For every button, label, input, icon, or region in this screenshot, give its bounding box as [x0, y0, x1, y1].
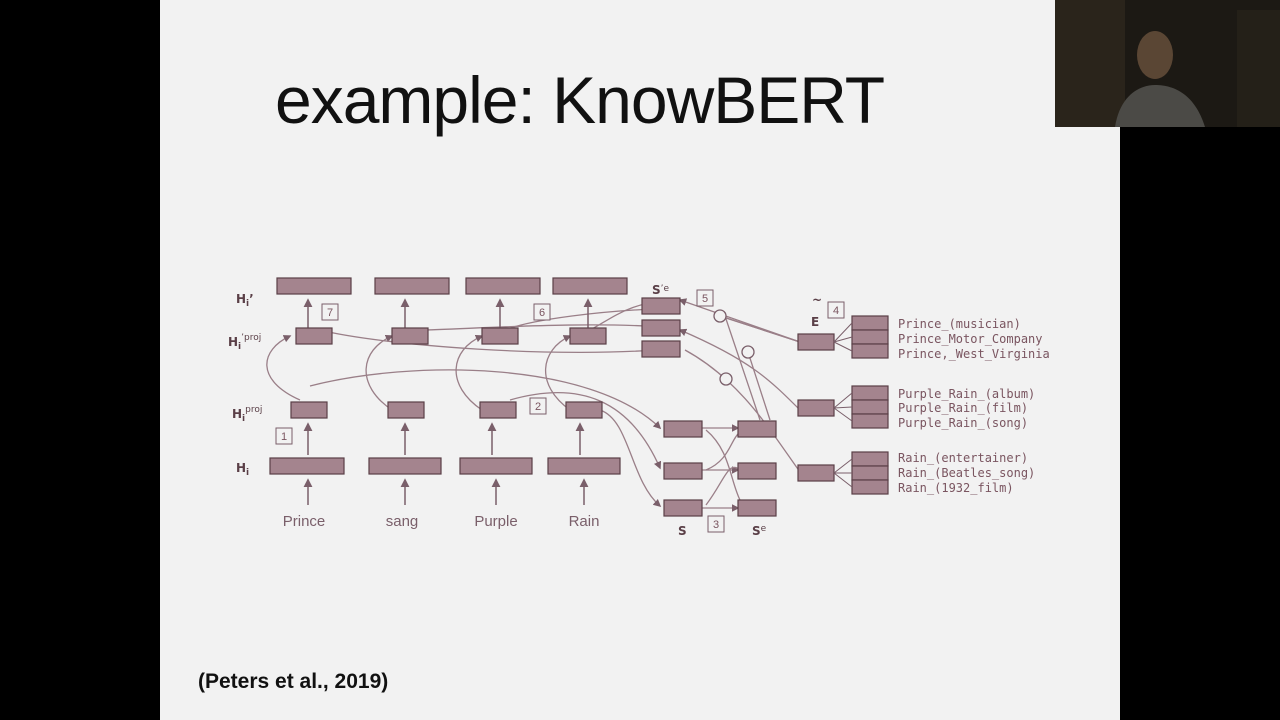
entity-candidate: Prince_Motor_Company: [898, 332, 1043, 346]
entity-candidate: Purple_Rain_(song): [898, 416, 1028, 430]
citation: (Peters et al., 2019): [198, 670, 389, 693]
knowbert-diagram: 1 2 3 4 5 6 7 Hi’ Hi’proj Hiproj Hi S’e …: [228, 277, 1050, 538]
token-word: Rain: [569, 513, 600, 530]
step-6-label: 6: [539, 307, 545, 319]
slide-title: example: KnowBERT: [275, 63, 885, 137]
label-e-tilde: E: [811, 315, 819, 329]
entity-candidate: Purple_Rain_(film): [898, 401, 1028, 415]
label-e-tilde-mark: ~: [812, 293, 822, 307]
step-5-label: 5: [702, 293, 708, 305]
token-word: Purple: [474, 513, 517, 530]
entity-candidate: Rain_(Beatles_song): [898, 466, 1035, 480]
entity-candidate: Prince_(musician): [898, 317, 1021, 331]
presenter-video-icon: [1055, 0, 1280, 127]
entity-candidate: Rain_(entertainer): [898, 451, 1028, 465]
entity-candidate: Purple_Rain_(album): [898, 387, 1035, 401]
token-word: sang: [386, 513, 419, 530]
token-word: Prince: [283, 513, 326, 530]
row-label-hi-proj: Hiproj: [232, 405, 262, 424]
entity-candidate: Prince,_West_Virginia: [898, 347, 1050, 361]
row-label-hi-proj-prime: Hi’proj: [228, 333, 261, 352]
label-s-e: Se: [752, 524, 767, 538]
step-3-label: 3: [713, 519, 719, 531]
row-label-hi: Hi: [236, 461, 249, 478]
label-s-prime-e: S’e: [652, 283, 670, 297]
label-s: S: [678, 524, 687, 538]
entity-candidate: Rain_(1932_film): [898, 481, 1014, 495]
letterbox-right: [1120, 127, 1280, 720]
row-label-hi-prime: Hi’: [236, 292, 254, 309]
step-7-label: 7: [327, 307, 333, 319]
step-4-label: 4: [833, 305, 839, 317]
step-1-label: 1: [281, 431, 287, 443]
step-2-label: 2: [535, 401, 541, 413]
slide: example: KnowBERT: [160, 0, 1120, 720]
